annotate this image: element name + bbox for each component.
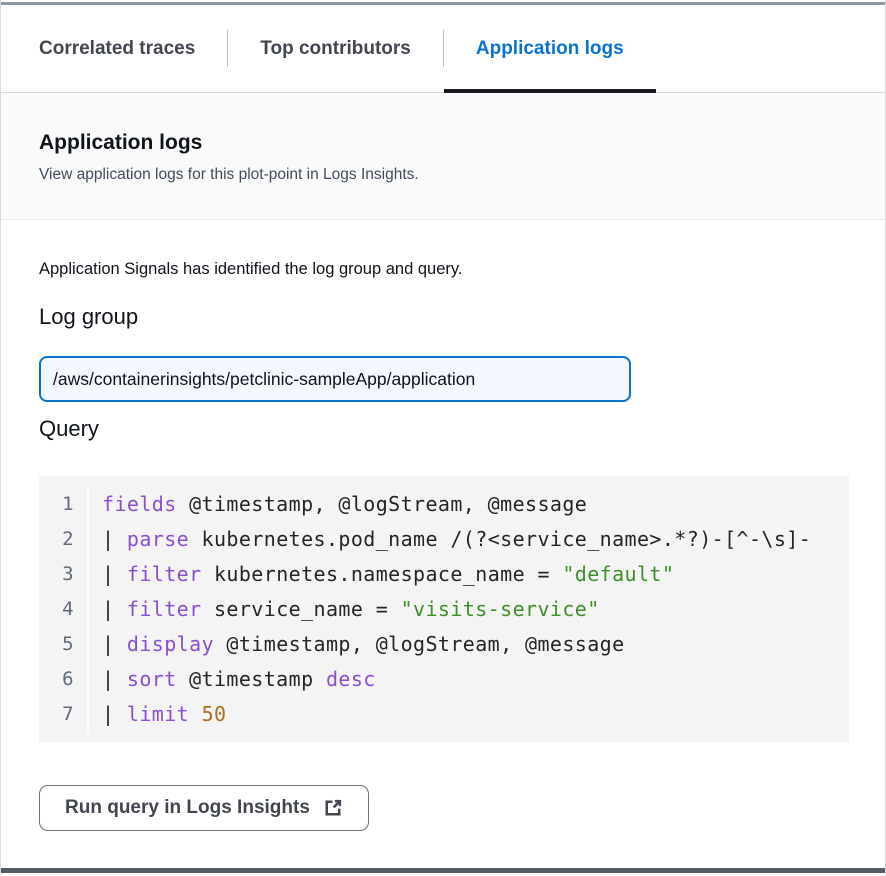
code-line: 6 | sort @timestamp desc [39,662,849,697]
tab-top-contributors[interactable]: Top contributors [228,5,443,92]
code-text: | display @timestamp, @logStream, @messa… [102,632,625,656]
tab-label: Correlated traces [39,37,196,59]
query-code-block: 1 fields @timestamp, @logStream, @message… [39,476,849,742]
code-line: 1 fields @timestamp, @logStream, @message [39,487,849,522]
query-heading: Query [39,416,99,441]
run-query-button-label: Run query in Logs Insights [65,797,310,818]
tab-label: Top contributors [260,37,411,59]
code-text: | sort @timestamp desc [102,667,376,691]
tab-application-logs[interactable]: Application logs [443,5,656,93]
panel-bottom-divider [1,868,885,873]
line-number: 6 [39,662,89,697]
code-line: 5 | display @timestamp, @logStream, @mess… [39,627,849,662]
line-number: 2 [39,522,89,557]
code-line: 2 | parse kubernetes.pod_name /(?<service… [39,522,849,557]
tab-bar: Correlated traces Top contributors Appli… [1,5,885,93]
code-text: | limit 50 [102,702,227,726]
log-group-input[interactable] [39,356,631,402]
log-group-heading: Log group [39,304,139,329]
tab-divider [442,30,444,67]
code-text: | filter kubernetes.namespace_name = "de… [102,562,675,586]
panel-description: View application logs for this plot-poin… [39,166,419,183]
tab-correlated-traces[interactable]: Correlated traces [39,5,227,92]
panel-header: Application logs View application logs f… [1,93,885,220]
code-text: | parse kubernetes.pod_name /(?<service_… [102,527,812,551]
panel-title: Application logs [39,131,203,154]
line-number: 3 [39,557,89,592]
tab-divider [227,30,229,67]
tab-label: Application logs [475,37,624,59]
line-number: 5 [39,627,89,662]
code-text: fields @timestamp, @logStream, @message [102,492,588,516]
external-link-icon [323,798,343,818]
intro-text: Application Signals has identified the l… [39,260,463,278]
code-text: | filter service_name = "visits-service" [102,597,600,621]
code-line: 3 | filter kubernetes.namespace_name = "d… [39,557,849,592]
panel-content: Application Signals has identified the l… [1,220,885,831]
code-line: 7 | limit 50 [39,697,849,732]
line-number: 4 [39,592,89,627]
code-line: 4 | filter service_name = "visits-service… [39,592,849,627]
panel-top-divider [1,2,885,5]
run-query-button[interactable]: Run query in Logs Insights [39,785,369,831]
line-number: 1 [39,487,89,522]
line-number: 7 [39,697,89,732]
